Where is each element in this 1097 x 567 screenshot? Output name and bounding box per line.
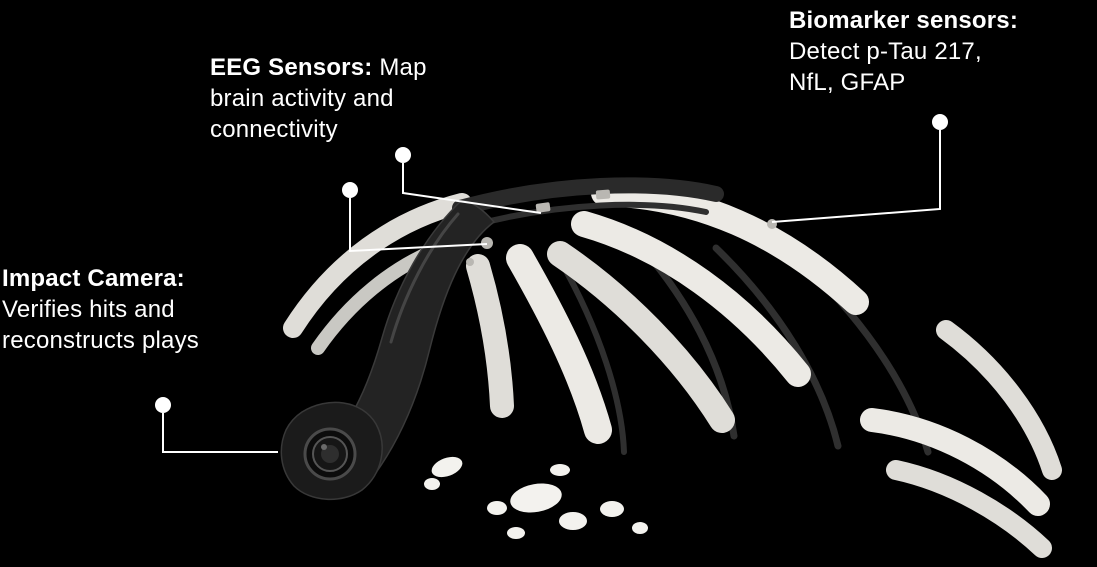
- frame-strut: [712, 244, 842, 450]
- callout-biomarker-desc: Detect p-Tau 217, NfL, GFAP: [789, 38, 982, 96]
- impact-camera-module: [280, 401, 383, 501]
- splatter-blob: [550, 464, 570, 476]
- eeg-leader-line-1: [349, 198, 488, 253]
- splatter-blob: [600, 501, 624, 517]
- callout-biomarker-sensors: Biomarker sensors: Detect p-Tau 217, NfL…: [789, 5, 1019, 98]
- callout-eeg-title: EEG Sensors:: [210, 54, 373, 81]
- rib: [886, 460, 1052, 558]
- eeg-sensor-pad: [466, 258, 474, 266]
- callout-eeg-desc: Map brain activity and connectivity: [210, 54, 427, 143]
- rib: [591, 180, 869, 315]
- callout-eeg-sensors: EEG Sensors: Map brain activity and conn…: [210, 52, 462, 145]
- leader-lines: [155, 114, 948, 453]
- splatter-blob: [424, 478, 440, 490]
- frame-strut: [557, 257, 627, 455]
- splatter-blob: [487, 501, 507, 515]
- biomarker-sensor-pad: [767, 219, 777, 229]
- spine-band-edge: [467, 201, 709, 229]
- paint-splatter: [424, 456, 648, 539]
- callout-biomarker-title: Biomarker sensors:: [789, 7, 1019, 34]
- eeg-sensor-pad: [595, 189, 611, 200]
- eeg-sensor-pad: [535, 202, 551, 213]
- rib: [936, 320, 1062, 480]
- callout-impact-camera: Impact Camera: Verifies hits and reconst…: [2, 263, 252, 356]
- rib: [283, 193, 472, 338]
- camera-lens-glint: [321, 444, 327, 450]
- splatter-blob: [431, 456, 463, 478]
- rib: [571, 211, 811, 387]
- callout-camera-desc: Verifies hits and reconstructs plays: [2, 296, 200, 354]
- spine-band: [452, 177, 724, 216]
- splatter-blob: [559, 512, 587, 530]
- biomarker-leader-line: [771, 130, 941, 223]
- rib: [547, 241, 735, 433]
- headset-spine: [452, 177, 724, 229]
- camera-leader-dot: [155, 397, 171, 413]
- callout-camera-title: Impact Camera:: [2, 265, 185, 292]
- eeg-sensor-pad: [481, 237, 493, 249]
- carbon-arm-highlight: [389, 212, 460, 344]
- camera-leader-line: [162, 413, 278, 453]
- headset-ribs: [466, 180, 1062, 558]
- eeg-leader-dot-1: [342, 182, 358, 198]
- rib: [466, 254, 514, 418]
- splatter-blob: [507, 527, 525, 539]
- eeg-leader-line-2: [402, 163, 542, 214]
- splatter-blob: [510, 483, 562, 513]
- eeg-leader-dot-2: [395, 147, 411, 163]
- splatter-blob: [632, 522, 648, 534]
- rib: [860, 408, 1050, 516]
- biomarker-leader-dot: [932, 114, 948, 130]
- rib: [506, 244, 612, 444]
